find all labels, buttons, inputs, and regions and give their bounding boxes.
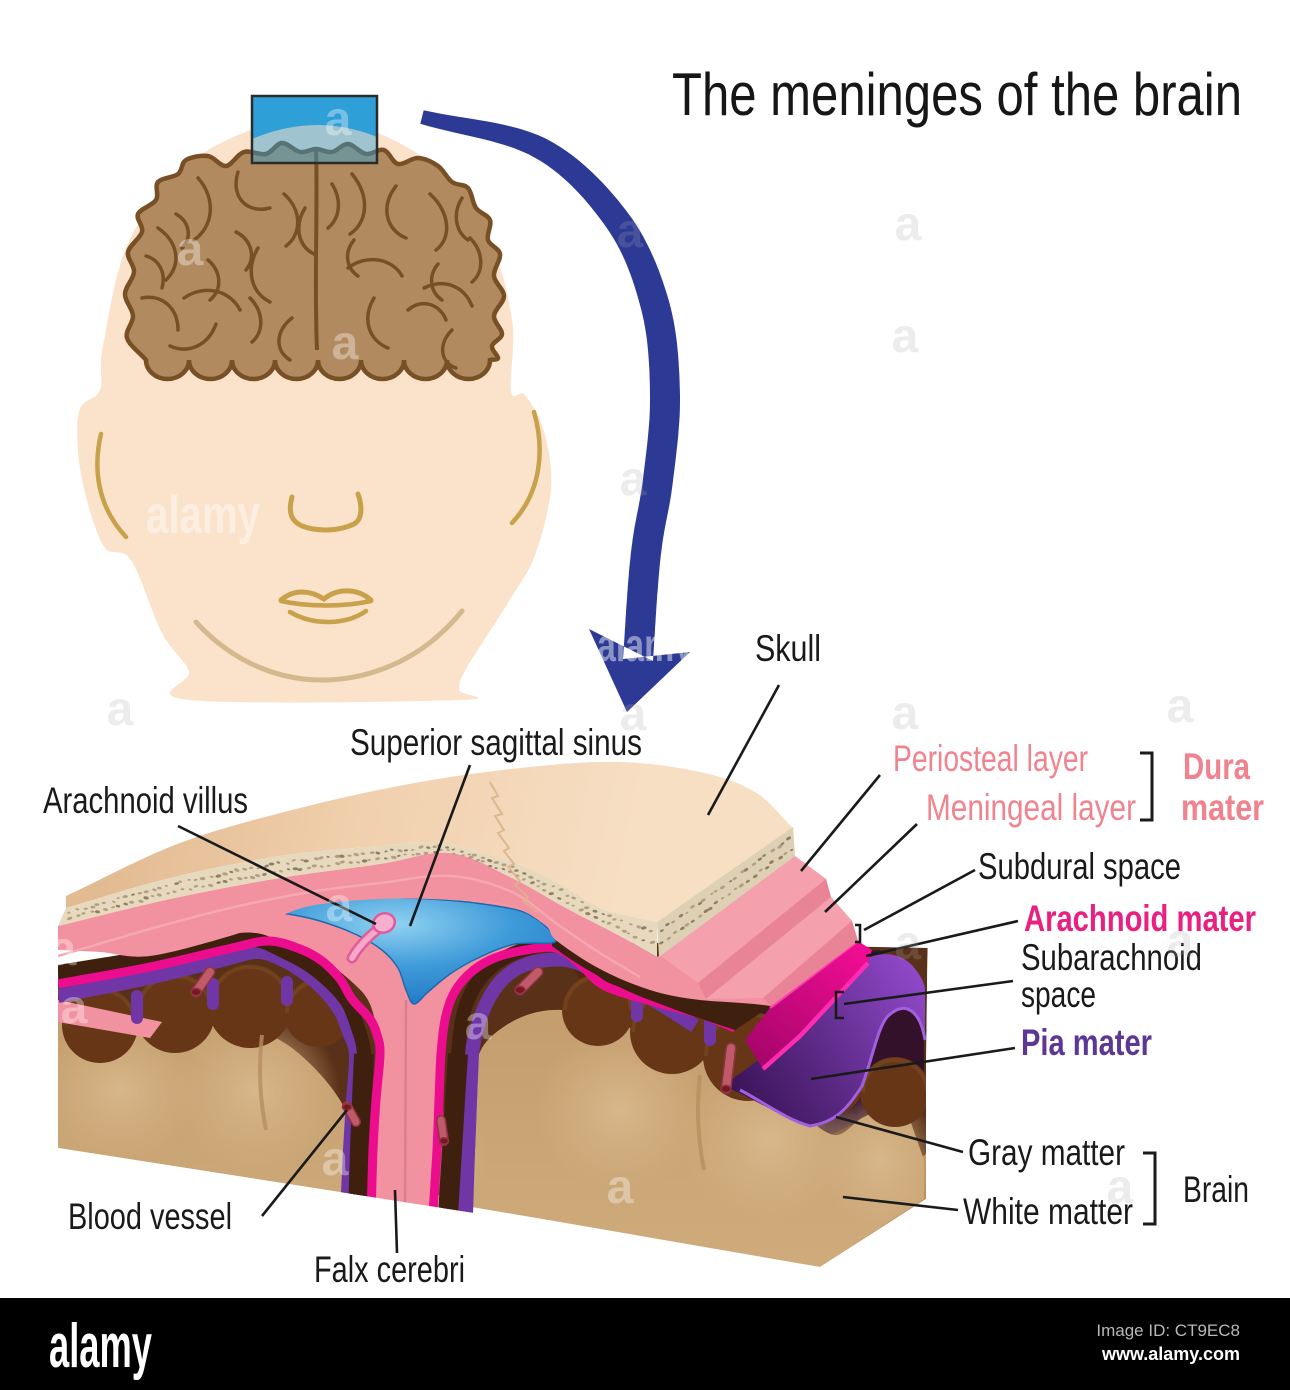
svg-text:Image ID: CT9EC8: Image ID: CT9EC8: [1096, 1321, 1240, 1340]
svg-text:space: space: [1021, 974, 1096, 1015]
svg-text:Falx cerebri: Falx cerebri: [314, 1249, 465, 1290]
svg-text:White matter: White matter: [963, 1191, 1133, 1232]
svg-text:Brain: Brain: [1183, 1169, 1249, 1210]
svg-text:Meningeal layer: Meningeal layer: [926, 787, 1136, 828]
svg-text:a: a: [50, 923, 77, 976]
svg-text:alamy: alamy: [597, 619, 693, 671]
svg-text:Dura: Dura: [1183, 746, 1250, 787]
svg-text:Superior sagittal sinus: Superior sagittal sinus: [350, 722, 642, 763]
svg-text:a: a: [177, 223, 204, 276]
svg-text:www.alamy.com: www.alamy.com: [1101, 1344, 1240, 1364]
svg-text:a: a: [620, 688, 647, 741]
svg-text:Subdural space: Subdural space: [978, 846, 1181, 887]
svg-text:a: a: [61, 981, 88, 1034]
svg-text:a: a: [325, 93, 352, 146]
svg-text:The meninges of the brain: The meninges of the brain: [672, 61, 1242, 128]
svg-text:a: a: [607, 1161, 634, 1214]
svg-text:Arachnoid mater: Arachnoid mater: [1024, 898, 1256, 939]
svg-text:a: a: [892, 687, 919, 740]
svg-text:Arachnoid villus: Arachnoid villus: [43, 780, 248, 821]
svg-text:alamy: alamy: [146, 485, 260, 545]
svg-text:Subarachnoid: Subarachnoid: [1021, 937, 1202, 978]
svg-text:a: a: [107, 683, 134, 736]
svg-text:a: a: [1167, 680, 1194, 733]
svg-text:a: a: [1167, 915, 1194, 968]
svg-text:a: a: [892, 310, 919, 363]
svg-text:a: a: [620, 453, 647, 506]
svg-text:Periosteal layer: Periosteal layer: [893, 738, 1088, 779]
svg-text:Gray matter: Gray matter: [968, 1132, 1125, 1173]
svg-text:alamy: alamy: [49, 1312, 152, 1381]
svg-text:a: a: [895, 198, 922, 251]
svg-text:a: a: [332, 317, 359, 370]
svg-text:a: a: [326, 879, 353, 932]
svg-text:a: a: [322, 1133, 349, 1186]
svg-text:Skull: Skull: [755, 628, 821, 669]
svg-text:a: a: [1107, 1161, 1134, 1214]
svg-text:mater: mater: [1181, 787, 1264, 828]
svg-text:Blood vessel: Blood vessel: [68, 1196, 232, 1237]
svg-text:a: a: [895, 917, 922, 970]
svg-text:a: a: [617, 205, 644, 258]
svg-text:a: a: [465, 997, 492, 1050]
svg-text:Pia mater: Pia mater: [1021, 1022, 1152, 1063]
